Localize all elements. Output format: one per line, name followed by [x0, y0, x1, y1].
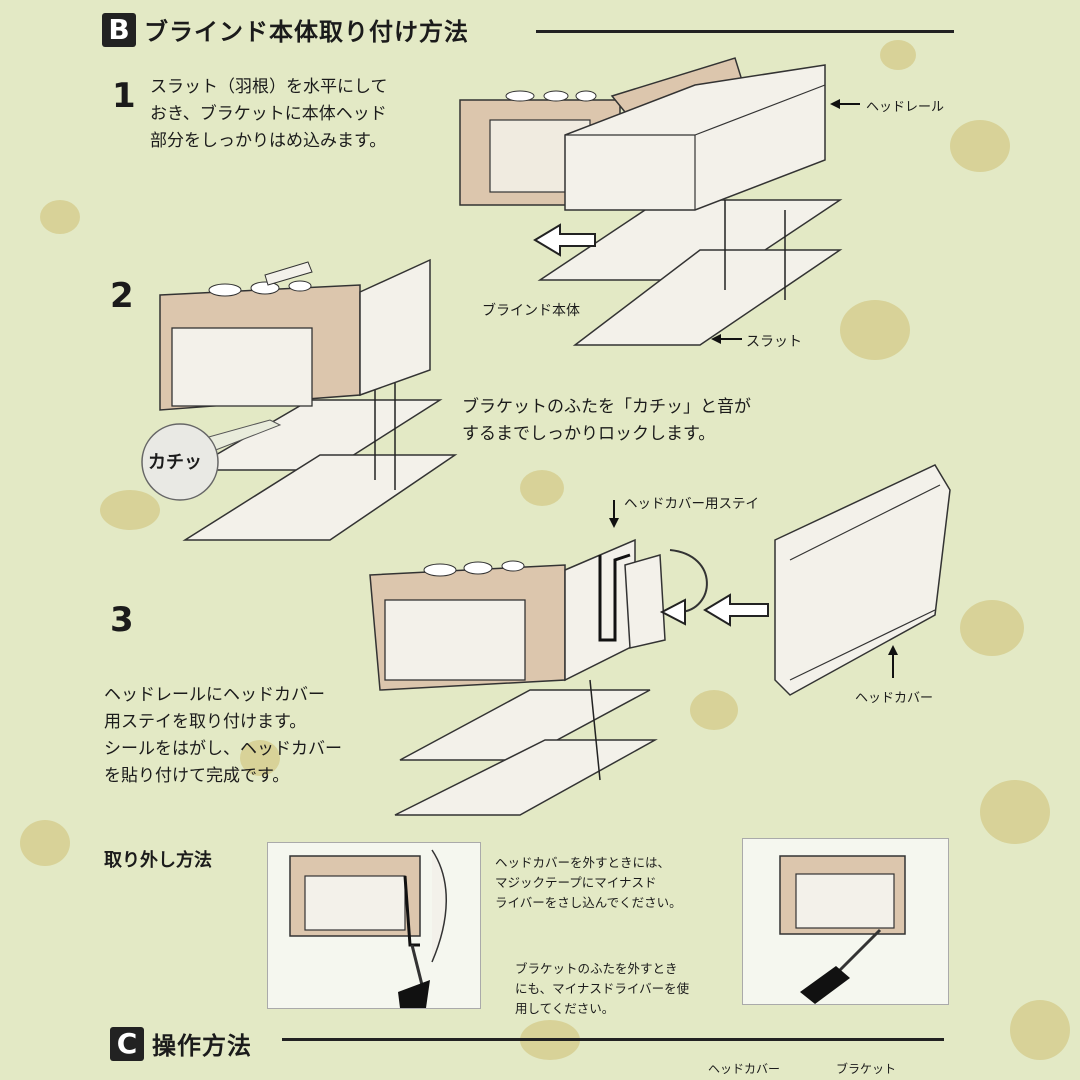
step-3-instruction: ヘッドレールにヘッドカバー 用ステイを取り付けます。 シールをはがし、ヘッドカバ… — [104, 685, 342, 786]
stain — [1010, 1000, 1070, 1060]
stain — [950, 120, 1010, 172]
step-2-instruction: ブラケットのふたを「カチッ」と音が するまでしっかりロックします。 — [462, 397, 751, 444]
stay-label: ヘッドカバー用ステイ — [624, 496, 759, 512]
section-c-badge: C — [110, 1026, 144, 1061]
step-2-number: 2 — [110, 276, 134, 316]
section-b-title: ブラインド本体取り付け方法 — [144, 18, 469, 46]
step-1-number: 1 — [112, 76, 136, 116]
stain — [100, 490, 160, 530]
stain — [240, 740, 280, 776]
head-rail-label: ヘッドレール — [866, 100, 945, 115]
click-badge: カチッ — [148, 452, 202, 473]
section-c-head-cover-label: ヘッドカバー — [708, 1062, 781, 1076]
stain — [880, 40, 916, 70]
stain — [690, 690, 738, 730]
step-1-instruction: スラット（羽根）を水平にして おき、ブラケットに本体ヘッド 部分をしっかりはめ込… — [150, 77, 388, 151]
stain — [20, 820, 70, 866]
section-b-header: B ブラインド本体取り付け方法 — [102, 12, 469, 47]
section-b-badge: B — [102, 12, 136, 47]
removal-note-2: ブラケットのふたを外すとき にも、マイナスドライバーを使 用してください。 — [515, 960, 690, 1016]
head-cover-label: ヘッドカバー — [855, 691, 934, 706]
stain — [980, 780, 1050, 844]
section-c-header: C 操作方法 — [110, 1026, 252, 1061]
blind-body-label: ブラインド本体 — [482, 303, 580, 319]
slat-label: スラット — [746, 334, 802, 350]
section-c-bracket-label: ブラケット — [836, 1062, 897, 1076]
removal-note-1: ヘッドカバーを外すときには、 マジックテープにマイナスド ライバーをさし込んでく… — [495, 854, 682, 910]
section-b-rule — [536, 30, 954, 33]
stain — [960, 600, 1024, 656]
stain — [520, 470, 564, 506]
stain — [40, 200, 80, 234]
section-c-rule — [282, 1038, 944, 1041]
step-3-number: 3 — [110, 600, 134, 640]
stain — [840, 300, 910, 360]
removal-title: 取り外し方法 — [104, 850, 212, 871]
section-c-title: 操作方法 — [152, 1032, 252, 1060]
